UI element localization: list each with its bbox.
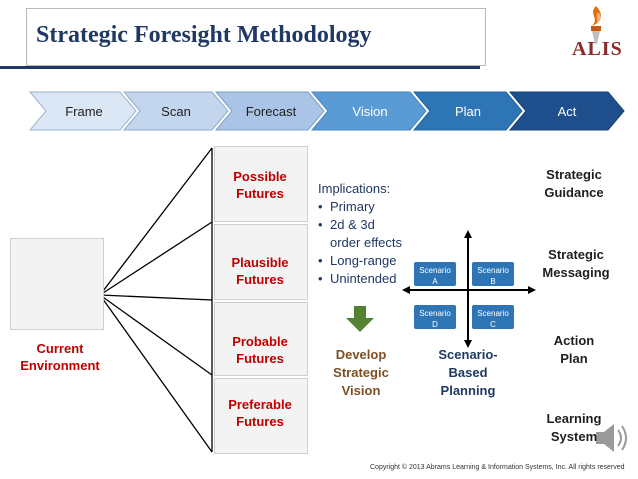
step-frame-label: Frame — [65, 104, 103, 119]
step-vision-label: Vision — [352, 104, 388, 119]
step-act-label: Act — [557, 104, 577, 119]
develop-vision-label: Develop Strategic Vision — [333, 347, 389, 398]
down-arrow-icon — [346, 306, 374, 332]
implication-item: 2d & 3d order effects — [318, 216, 430, 252]
implications-heading: Implications: — [318, 181, 391, 196]
title-box — [26, 8, 486, 66]
scenario-b-box: Scenario B — [472, 262, 514, 286]
plausible-futures-image — [214, 224, 308, 300]
step-plan-label: Plan — [454, 104, 482, 119]
scenario-a-box: Scenario A — [414, 262, 456, 286]
probable-futures-image — [214, 302, 308, 376]
implication-item: Unintended — [318, 270, 430, 288]
plausible-futures-label: Plausible Futures — [231, 255, 289, 287]
copyright-text: Copyright © 2013 Abrams Learning & Infor… — [370, 464, 625, 471]
scenario-c-box: Scenario C — [472, 305, 514, 329]
possible-futures-image — [214, 146, 308, 222]
strategic-messaging-label: Strategic Messaging — [542, 247, 610, 280]
scenario-planning-label: Scenario- Based Planning — [438, 347, 498, 398]
strategic-guidance-label: Strategic Guidance — [544, 167, 604, 200]
logo-text: ALIS — [572, 38, 623, 60]
step-forecast-label: Forecast — [245, 104, 297, 119]
scenario-d-box: Scenario D — [414, 305, 456, 329]
action-plan-label: Action Plan — [553, 333, 595, 366]
learning-system-label: Learning System — [546, 411, 602, 444]
implications-list: Primary 2d & 3d order effects Long-range… — [316, 198, 430, 288]
torch-icon — [591, 6, 601, 44]
possible-futures-label: Possible Futures — [233, 169, 287, 201]
implication-item: Primary — [318, 198, 430, 216]
current-environment-label: Current Environment — [20, 341, 100, 373]
preferable-futures-label: Preferable Futures — [228, 397, 292, 429]
implication-item: Long-range — [318, 252, 430, 270]
preferable-futures-image — [214, 378, 308, 454]
step-scan-label: Scan — [161, 104, 191, 119]
current-environment-image — [10, 238, 104, 330]
title-underline — [0, 66, 480, 69]
probable-futures-label: Probable Futures — [232, 334, 288, 366]
page-title: Strategic Foresight Methodology — [36, 22, 372, 48]
